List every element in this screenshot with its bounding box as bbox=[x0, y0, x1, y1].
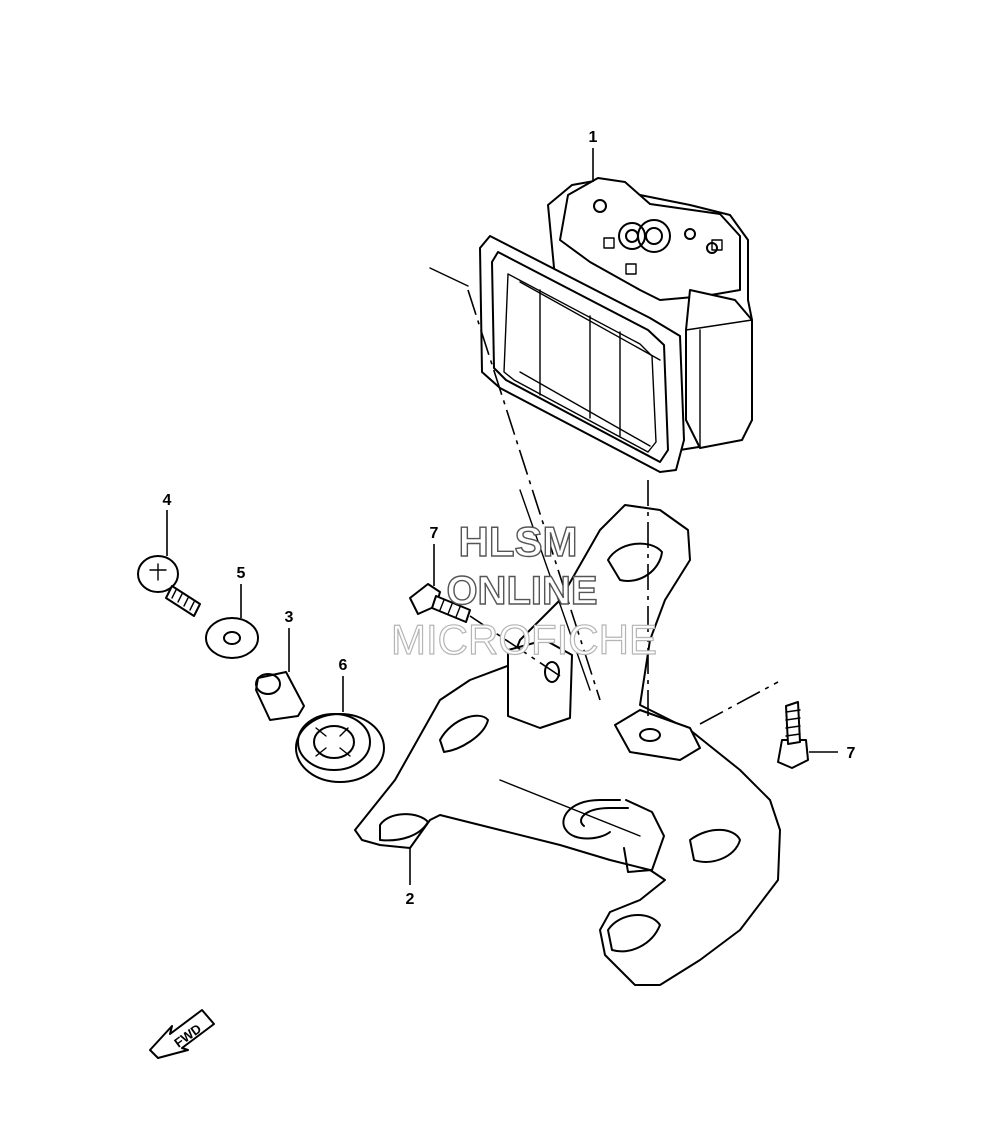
bolt-part-7-upper[interactable] bbox=[409, 583, 471, 623]
callout-3: 3 bbox=[285, 609, 294, 626]
watermark-line-2: ONLINE bbox=[446, 569, 597, 613]
callout-labels: 1 4 5 3 6 7 7 2 bbox=[163, 129, 856, 908]
leader-lines bbox=[166, 148, 838, 885]
bracket-part-2[interactable] bbox=[354, 504, 781, 986]
washer-part-5[interactable] bbox=[205, 617, 259, 659]
watermark-line-3: MICROFICHE bbox=[391, 616, 657, 663]
callout-6: 6 bbox=[339, 657, 348, 674]
callout-4: 4 bbox=[163, 492, 172, 509]
callout-2: 2 bbox=[406, 891, 415, 908]
bolt-part-7-right[interactable] bbox=[777, 701, 809, 769]
callout-7-upper: 7 bbox=[430, 525, 439, 542]
watermark: HLSM ONLINE MICROFICHE bbox=[390, 517, 657, 663]
hydraulic-unit-part-1[interactable] bbox=[479, 177, 753, 473]
fwd-arrow-icon: FWD bbox=[149, 1009, 215, 1059]
assembly-guide-lines bbox=[429, 267, 779, 725]
callout-1: 1 bbox=[589, 129, 598, 146]
callout-5: 5 bbox=[237, 565, 246, 582]
callout-7-right: 7 bbox=[847, 745, 856, 762]
collar-part-3[interactable] bbox=[255, 671, 305, 721]
watermark-line-1: HLSM bbox=[459, 518, 578, 565]
bolt-part-4[interactable] bbox=[137, 555, 201, 617]
grommet-part-6[interactable] bbox=[295, 713, 385, 783]
